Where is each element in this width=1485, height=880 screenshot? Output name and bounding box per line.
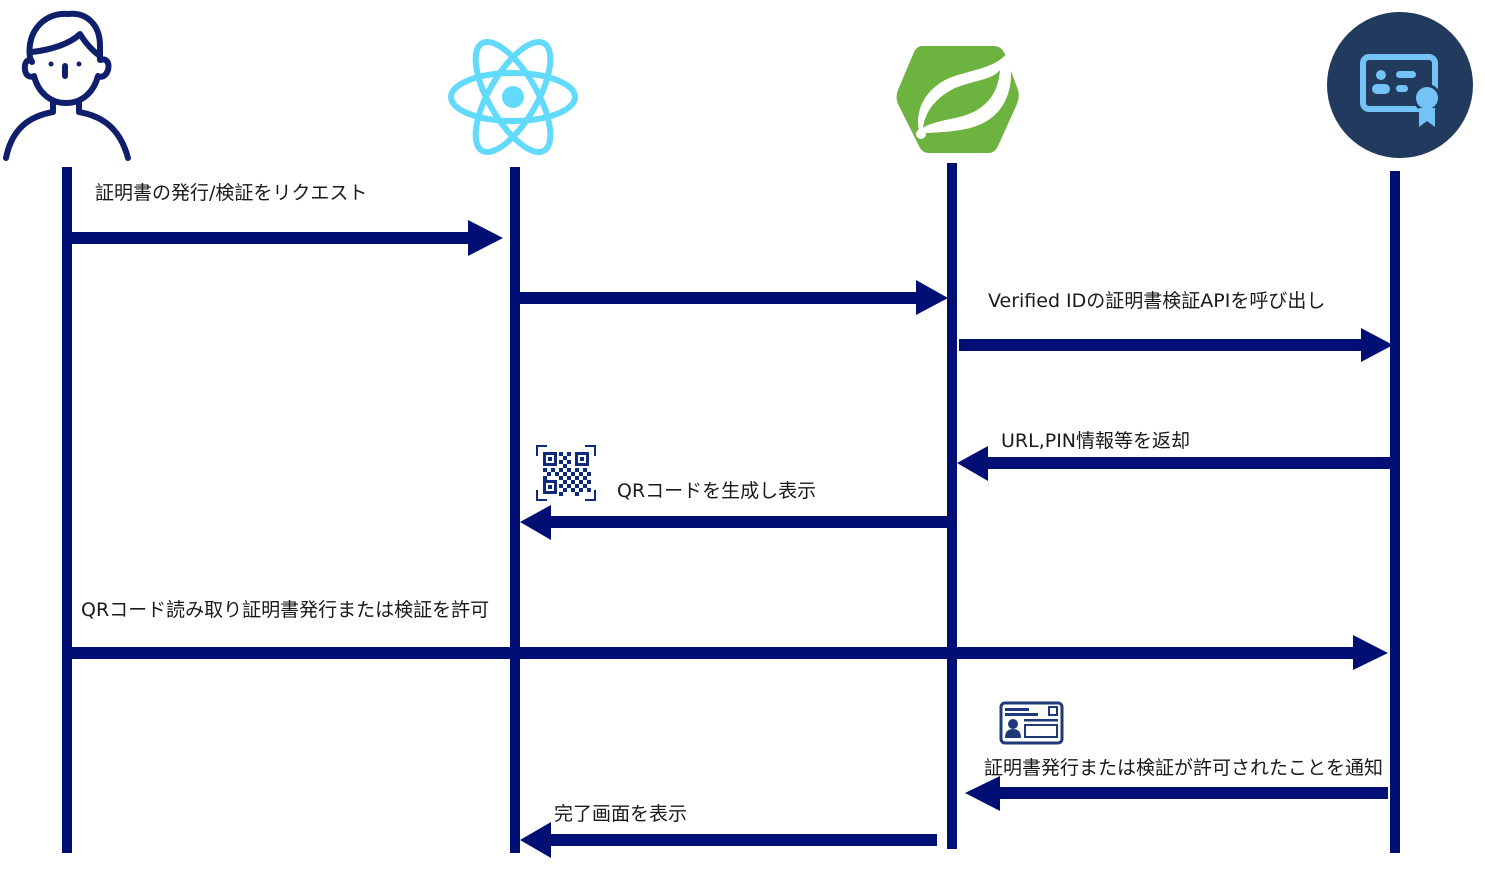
message-arrow-3 bbox=[959, 328, 1393, 362]
id-card-icon bbox=[999, 701, 1064, 745]
spring-logo-icon bbox=[896, 46, 1019, 153]
message-arrow-7 bbox=[965, 776, 1388, 811]
message-arrow-4 bbox=[957, 446, 1390, 481]
message-label-5: QRコードを生成し表示 bbox=[617, 480, 817, 502]
message-label-7: 証明書発行または検証が許可されたことを通知 bbox=[984, 757, 1384, 779]
message-arrow-8 bbox=[520, 822, 937, 858]
verified-credential-icon bbox=[1327, 12, 1473, 158]
lifeline-verified-id bbox=[1390, 171, 1400, 853]
qr-code-icon bbox=[536, 445, 596, 501]
lifeline-backend bbox=[947, 163, 957, 849]
message-arrow-5 bbox=[520, 505, 947, 540]
message-arrow-1 bbox=[72, 220, 503, 256]
message-label-4: URL,PIN情報等を返却 bbox=[1001, 430, 1191, 452]
user-person-icon bbox=[3, 10, 131, 161]
message-label-3: Verified IDの証明書検証APIを呼び出し bbox=[988, 290, 1326, 312]
message-label-8: 完了画面を表示 bbox=[554, 803, 688, 825]
react-logo-icon bbox=[448, 38, 578, 156]
message-label-6: QRコード読み取り証明書発行または検証を許可 bbox=[81, 599, 490, 621]
message-label-1: 証明書の発行/検証をリクエスト bbox=[95, 182, 368, 204]
message-arrow-6 bbox=[72, 635, 1388, 670]
message-arrow-2 bbox=[520, 280, 948, 315]
lifeline-frontend bbox=[510, 167, 520, 853]
lifeline-user bbox=[62, 167, 72, 853]
